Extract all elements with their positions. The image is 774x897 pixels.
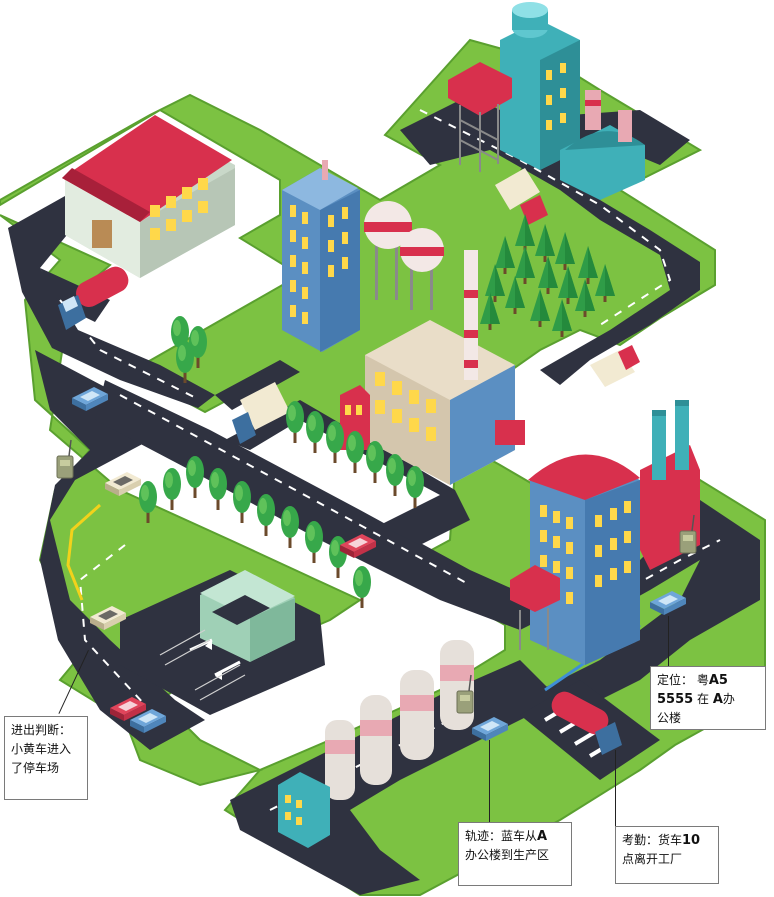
- callout-positioning-line1-prefix: 定位： 粤: [657, 673, 709, 687]
- callout-positioning: 定位： 粤A5 5555 在 A办 公楼: [650, 666, 766, 730]
- sensor-device-icon: [56, 439, 74, 479]
- callout-entry-exit-line1: 进出判断：: [11, 723, 72, 737]
- callout-attendance: 考勤：货车10 点离开工厂: [615, 826, 719, 884]
- office-building-a: [510, 400, 700, 665]
- tanker-truck-icon: [58, 266, 129, 330]
- callout-positioning-line1-bold: A5: [708, 673, 728, 688]
- teal-industrial-plant: [448, 2, 645, 200]
- callout-positioning-line2: 5555 在 A办: [657, 690, 759, 709]
- box-truck-icon: [232, 382, 290, 444]
- leader-line-positioning: [668, 616, 669, 670]
- leader-line-trajectory: [489, 740, 490, 822]
- callout-trajectory-line1: 轨迹：蓝车从A: [465, 827, 565, 846]
- callout-attendance-line1-bold: 10: [682, 833, 701, 848]
- delivery-truck-icon: [495, 168, 548, 225]
- callout-positioning-line2-mid: 在: [693, 692, 713, 706]
- callout-trajectory-line1-bold: A: [537, 829, 548, 844]
- callout-entry-exit: 进出判断： 小黄车进入 了停车场: [4, 716, 88, 800]
- callout-positioning-line2-bold2: A: [712, 692, 723, 707]
- parking-gate-icon: [159, 570, 295, 701]
- callout-positioning-line2-suffix: 办: [722, 692, 735, 706]
- callout-trajectory-line2: 办公楼到生产区: [465, 848, 550, 862]
- cargo-truck-icon: [590, 345, 640, 387]
- callout-attendance-line1: 考勤：货车10: [622, 831, 712, 850]
- road-network: [8, 95, 760, 895]
- callout-trajectory-line1-prefix: 轨迹：蓝车从: [465, 829, 538, 843]
- warehouse-building: [62, 115, 235, 278]
- callout-attendance-line1-prefix: 考勤：货车: [622, 833, 683, 847]
- callout-entry-exit-line3: 了停车场: [11, 761, 60, 775]
- yellow-lane-line: [66, 503, 101, 601]
- callout-attendance-line2: 点离开工厂: [622, 852, 683, 866]
- callout-positioning-line1: 定位： 粤A5: [657, 671, 759, 690]
- central-factory-complex: [282, 160, 525, 485]
- callout-positioning-line3: 公楼: [657, 711, 682, 725]
- callout-entry-exit-line2: 小黄车进入: [11, 742, 72, 756]
- leader-line-attendance: [615, 750, 616, 826]
- callout-trajectory: 轨迹：蓝车从A 办公楼到生产区: [458, 822, 572, 886]
- callout-positioning-line2-bold: 5555: [657, 692, 694, 707]
- tanker-truck-bottom-icon: [551, 691, 622, 755]
- bottom-storage-tanks: [278, 640, 474, 848]
